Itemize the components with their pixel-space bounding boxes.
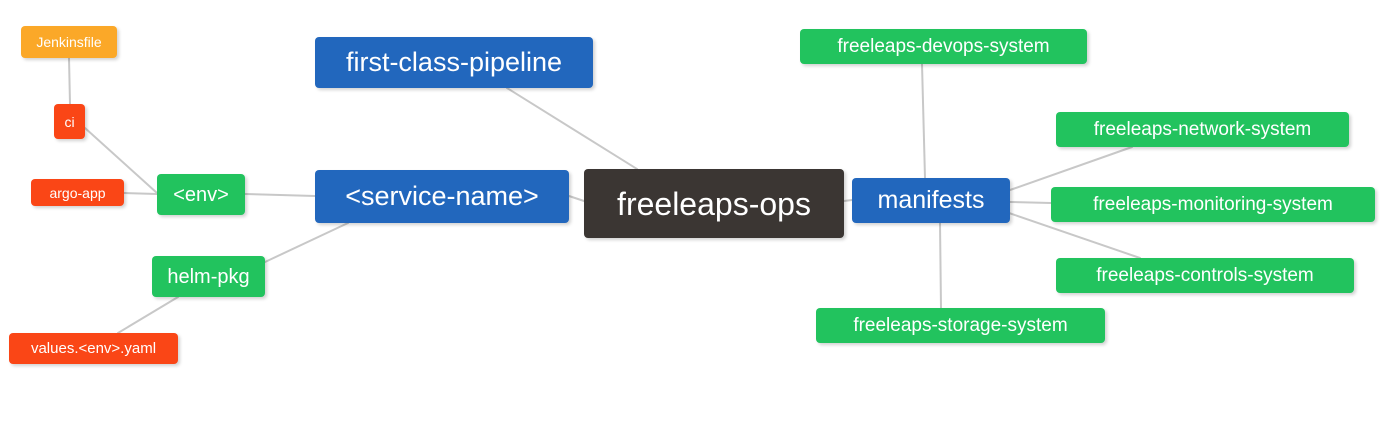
mindmap-node-freeleaps-ops[interactable]: freeleaps-ops [584,169,844,238]
mindmap-node-freeleaps-monitoring-system[interactable]: freeleaps-monitoring-system [1051,187,1375,222]
mindmap-node-ci[interactable]: ci [54,104,85,139]
edge-env-to-service-name [244,193,316,197]
edge-manifests-to-freeleaps-network-system [1009,146,1133,191]
mindmap-node-manifests[interactable]: manifests [852,178,1010,223]
mindmap-node-freeleaps-devops-system[interactable]: freeleaps-devops-system [800,29,1087,64]
edge-argo-app-to-env [123,192,158,195]
mindmap-node-helm-pkg[interactable]: helm-pkg [152,256,265,297]
mindmap-node-freeleaps-controls-system[interactable]: freeleaps-controls-system [1056,258,1354,293]
mindmap-node-first-class-pipeline[interactable]: first-class-pipeline [315,37,593,88]
mindmap-node-env[interactable]: <env> [157,174,245,215]
edge-manifests-to-freeleaps-monitoring-system [1009,201,1052,204]
edge-freeleaps-ops-to-manifests [843,199,853,202]
mindmap-node-jenkinsfile[interactable]: Jenkinsfile [21,26,117,58]
edge-service-name-to-freeleaps-ops [568,195,585,202]
mindmap-node-freeleaps-network-system[interactable]: freeleaps-network-system [1056,112,1349,147]
mindmap-node-freeleaps-storage-system[interactable]: freeleaps-storage-system [816,308,1105,343]
mindmap-node-service-name[interactable]: <service-name> [315,170,569,223]
mindmap-node-values-yaml[interactable]: values.<env>.yaml [9,333,178,364]
edge-values-yaml-to-helm-pkg [117,296,179,334]
edge-first-class-pipeline-to-freeleaps-ops [506,87,638,170]
edge-helm-pkg-to-service-name [264,222,349,263]
mindmap-node-argo-app[interactable]: argo-app [31,179,124,206]
edge-manifests-to-freeleaps-devops-system [921,63,926,179]
edge-jenkinsfile-to-ci [68,57,71,105]
edge-manifests-to-freeleaps-storage-system [939,222,942,309]
